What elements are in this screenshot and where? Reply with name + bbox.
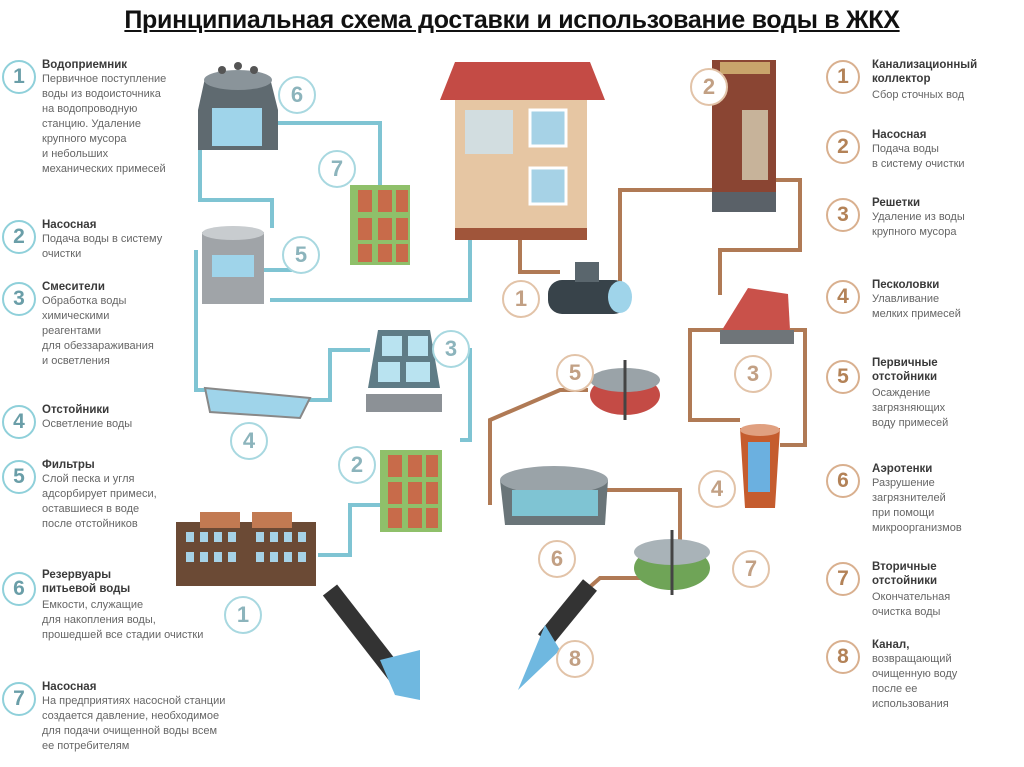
sewer-collector [548, 262, 632, 314]
outlet-channel [518, 579, 597, 690]
legend-desc: Первичное поступление воды из водоисточн… [42, 73, 167, 175]
legend-title: Смесители [42, 281, 105, 293]
legend-number: 4 [826, 280, 860, 314]
legend-number: 6 [826, 464, 860, 498]
legend-title: Фильтры [42, 459, 95, 471]
legend-desc: Разрушение загрязнителей при помощи микр… [872, 477, 962, 534]
legend-title: Первичные отстойники [872, 357, 938, 383]
badge-supply-intake: 1 [224, 596, 262, 634]
legend-number: 5 [2, 460, 36, 494]
pumping-station [350, 185, 410, 265]
secondary-clarifier [634, 530, 710, 595]
badge-supply-filter: 5 [282, 236, 320, 274]
legend-number: 5 [826, 360, 860, 394]
legend-desc: На предприятиях насосной станции создает… [42, 695, 226, 752]
legend-desc: Удаление из воды крупного мусора [872, 211, 965, 238]
badge-supply-mixer: 3 [432, 330, 470, 368]
legend-number: 3 [2, 282, 36, 316]
badge-supply-pump: 7 [318, 150, 356, 188]
legend-desc: Подача воды в систему очистки [42, 233, 163, 260]
legend-number: 6 [2, 572, 36, 606]
legend-desc: Обработка воды химическими реагентами дл… [42, 295, 154, 367]
badge-waste-pump: 2 [690, 68, 728, 106]
legend-title: Решетки [872, 197, 921, 209]
legend-desc: Сбор сточных вод [872, 89, 965, 101]
legend-number: 2 [2, 220, 36, 254]
residential-house [440, 62, 605, 240]
badge-waste-grate: 3 [734, 355, 772, 393]
legend-title: Канал, [872, 639, 910, 651]
screen-grate [720, 288, 794, 344]
legend-title: Насосная [872, 129, 927, 141]
legend-title: Резервуары питьевой воды [42, 569, 131, 595]
legend-title: Отстойники [42, 404, 110, 416]
legend-number: 7 [2, 682, 36, 716]
badge-waste-collector: 1 [502, 280, 540, 318]
legend-desc: Подача воды в систему очистки [872, 143, 965, 170]
filter-tank [202, 226, 264, 304]
legend-title: Аэротенки [872, 463, 933, 475]
pump-house [380, 450, 442, 532]
badge-waste-outlet: 8 [556, 640, 594, 678]
legend-number: 1 [826, 60, 860, 94]
legend-desc: Слой песка и угля адсорбирует примеси, о… [42, 473, 157, 530]
primary-clarifier [590, 360, 660, 420]
legend-desc: Осветление воды [42, 418, 133, 430]
legend-number: 2 [826, 130, 860, 164]
badge-waste-secondary: 7 [732, 550, 770, 588]
legend-title: Насосная [42, 681, 97, 693]
consumer-buildings [176, 512, 316, 586]
intake-structure [198, 62, 278, 150]
legend-number: 8 [826, 640, 860, 674]
mixer-pool [366, 330, 442, 412]
page-title: Принципиальная схема доставки и использо… [124, 6, 900, 34]
legend-desc: возвращающий очищенную воду после ее исп… [872, 653, 958, 710]
legend-number: 3 [826, 198, 860, 232]
legend-desc: Улавливание мелких примесей [872, 293, 961, 320]
settling-basin [203, 386, 312, 420]
badge-waste-sand: 4 [698, 470, 736, 508]
badge-waste-aeration: 6 [538, 540, 576, 578]
source-pipe [322, 584, 420, 700]
legend-title: Водоприемник [42, 59, 128, 71]
legend-number: 1 [2, 60, 36, 94]
legend-title: Песколовки [872, 279, 940, 291]
legend-title: Насосная [42, 219, 97, 231]
legend-title: Вторичные отстойники [872, 561, 938, 587]
sand-trap [740, 424, 780, 508]
badge-waste-primary: 5 [556, 354, 594, 392]
legend-desc: Осаждение загрязняющих воду примесей [872, 387, 949, 429]
badge-supply-settler: 4 [230, 422, 268, 460]
aeration-tank [500, 466, 608, 525]
legend-desc: Емкости, служащие для накопления воды, п… [42, 599, 204, 641]
legend-number: 7 [826, 562, 860, 596]
legend-number: 4 [2, 405, 36, 439]
legend-desc: Окончательная очистка воды [872, 591, 951, 618]
badge-supply-pumping: 2 [338, 446, 376, 484]
badge-supply-reservoir: 6 [278, 76, 316, 114]
legend-title: Канализационный коллектор [872, 59, 978, 85]
